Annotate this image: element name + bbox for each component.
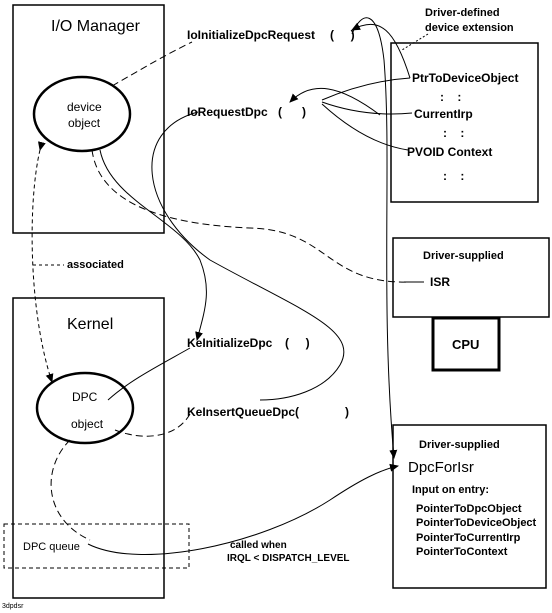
- extension-field-ptr-to-device-object: PtrToDeviceObject: [412, 71, 519, 85]
- dpc-object-ellipse: [35, 371, 135, 445]
- input-pointer-to-device-object: PointerToDeviceObject: [416, 517, 537, 529]
- ke-initialize-dpc-label: KeInitializeDpc: [187, 336, 273, 350]
- isr-box-caption: Driver-supplied: [423, 250, 504, 262]
- called-when-line2: IRQL < DISPATCH_LEVEL: [227, 553, 350, 564]
- dpc-routine-box: [392, 424, 547, 589]
- io-manager-title: I/O Manager: [51, 18, 140, 35]
- ke-insert-queue-dpc-close-paren: ): [345, 405, 349, 419]
- device-extension-caption-line2: device extension: [425, 22, 514, 34]
- ke-insert-queue-dpc-label: KeInsertQueueDpc(: [187, 405, 300, 419]
- dpc-box-caption: Driver-supplied: [419, 439, 500, 451]
- kernel-box: [12, 297, 165, 599]
- device-object-label-line2: object: [68, 116, 101, 130]
- io-initialize-dpc-request-parens: ( ): [330, 28, 355, 42]
- associated-connector: [31, 141, 54, 383]
- field-irp-link: [321, 101, 413, 115]
- field-ptr-link: [321, 77, 411, 101]
- dpc-object-label-line2: object: [71, 417, 104, 431]
- ioinit-to-dpcforisr-arrow: [351, 17, 398, 459]
- keinit-to-dpcobj-link: [107, 347, 191, 401]
- device-to-ioinit-link: [111, 41, 193, 87]
- ioreq-to-paren-arrow: [289, 88, 381, 116]
- io-initialize-dpc-request-label: IoInitializeDpcRequest: [187, 28, 316, 42]
- input-pointer-to-dpc-object: PointerToDpcObject: [416, 503, 522, 515]
- input-pointer-to-current-irp: PointerToCurrentIrp: [416, 532, 521, 544]
- device-to-isr-link: [91, 149, 413, 283]
- device-to-keinit-arrow: [99, 149, 207, 341]
- extension-field-current-irp: CurrentIrp: [414, 107, 473, 121]
- field-context-link: [321, 103, 409, 151]
- called-when-line1: called when: [230, 540, 287, 551]
- extension-ellipsis-3: : :: [443, 169, 465, 183]
- extension-ellipsis-1: : :: [440, 90, 462, 104]
- dpc-queue-box: [3, 523, 190, 569]
- dpc-queue-label: DPC queue: [23, 541, 80, 553]
- io-request-dpc-label: IoRequestDpc: [187, 105, 268, 119]
- cpu-label: CPU: [452, 337, 480, 352]
- ioreq-to-keinsert-arrow: [151, 111, 345, 401]
- input-pointer-to-context: PointerToContext: [416, 546, 508, 558]
- dpc-object-label-line1: DPC: [72, 390, 98, 404]
- isr-label: ISR: [430, 275, 451, 289]
- extension-field-pvoid-context: PVOID Context: [407, 145, 493, 159]
- device-extension-caption-line1: Driver-defined: [425, 7, 500, 19]
- device-object-ellipse: [32, 75, 132, 153]
- extension-caption-leader: [401, 33, 429, 51]
- figure-id: 3dpdsr: [2, 603, 24, 610]
- dpcobj-to-queue-link: [50, 439, 91, 541]
- ke-initialize-dpc-parens: ( ): [285, 336, 310, 350]
- io-manager-box: [12, 4, 165, 234]
- extension-ellipsis-2: : :: [443, 126, 465, 140]
- dpc-for-isr-label: DpcForIsr: [408, 459, 474, 476]
- io-request-dpc-parens: ( ): [278, 105, 306, 119]
- kernel-title: Kernel: [67, 316, 114, 333]
- associated-label: associated: [67, 259, 124, 271]
- input-on-entry-heading: Input on entry:: [412, 484, 489, 496]
- cpu-box: [431, 316, 501, 372]
- device-extension-box: [390, 42, 539, 203]
- extension-to-ioinit-arrow: [351, 22, 411, 79]
- queue-to-dpcforisr-arrow: [87, 463, 399, 555]
- device-object-label-line1: device: [67, 100, 102, 114]
